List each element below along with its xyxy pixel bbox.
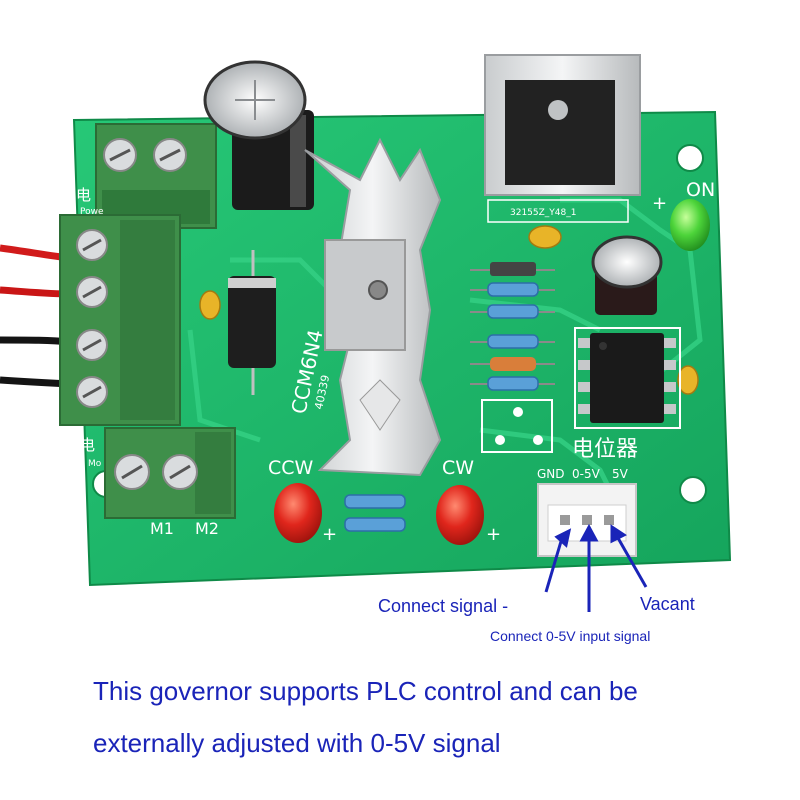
- power-terminal-block: [95, 123, 217, 229]
- pin-gnd-label: GND: [537, 467, 565, 481]
- callout-arrows: [544, 523, 648, 612]
- caption-line-1: This governor supports PLC control and c…: [93, 676, 638, 706]
- m1-label: M1: [150, 519, 174, 538]
- resistor-array: [344, 262, 555, 532]
- regulator-code: 32155Z_Y48_1: [510, 208, 576, 218]
- cw-led: [436, 485, 484, 545]
- power-led: [670, 199, 710, 251]
- motor-label-cn: 电: [80, 436, 95, 454]
- pin-5v-label: 5V: [612, 467, 629, 481]
- ceramic-capacitors: [199, 225, 699, 395]
- ccw-led: [274, 483, 322, 543]
- callout-signal-minus: Connect signal -: [378, 596, 509, 616]
- callout-input-signal: Connect 0-5V input signal: [490, 628, 651, 644]
- motor-terminal-block: [104, 427, 236, 519]
- cw-label: CW: [442, 457, 474, 479]
- potentiometer-footprint: [481, 399, 553, 453]
- regulator-heatsink: [484, 54, 641, 223]
- filter-capacitor: [591, 235, 663, 315]
- main-capacitor: [203, 60, 314, 210]
- rectifier-diode: [228, 250, 276, 395]
- led-plus-label: +: [652, 193, 667, 214]
- motor-label-en: Mo: [88, 459, 102, 469]
- led-on-label: ON: [686, 179, 715, 201]
- power-label-cn: 电: [76, 186, 91, 204]
- ic-chip: [574, 327, 681, 429]
- pot-label: 电位器: [572, 437, 638, 462]
- input-terminal-block: [59, 214, 181, 426]
- ccw-plus-label: +: [322, 524, 337, 545]
- heatsink: [304, 137, 442, 477]
- cw-plus-label: +: [486, 524, 501, 545]
- callout-vacant: Vacant: [640, 594, 695, 614]
- ccw-label: CCW: [268, 457, 314, 479]
- m2-label: M2: [195, 519, 219, 538]
- caption-line-2: externally adjusted with 0-5V signal: [93, 728, 501, 758]
- pin-05v-label: 0-5V: [572, 467, 601, 481]
- power-label-en: Powe: [80, 207, 104, 217]
